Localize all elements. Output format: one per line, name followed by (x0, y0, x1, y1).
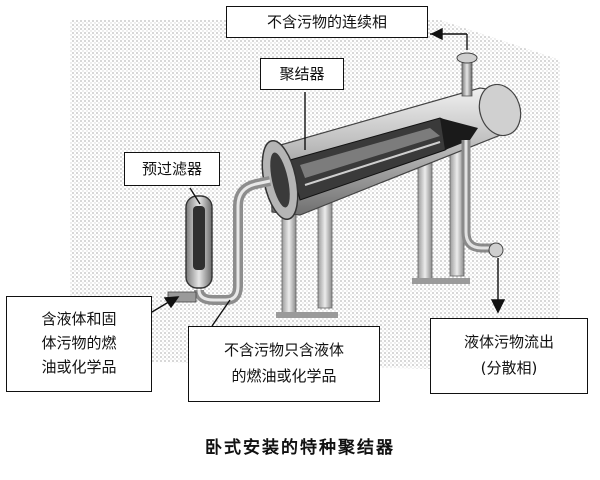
cartridge-highlight (300, 128, 440, 178)
label-inlet: 含液体和固 体污物的燃 油或化学品 (6, 296, 152, 392)
arrow-continuous-phase (430, 27, 443, 41)
label-inlet-line: 体污物的燃 (41, 334, 117, 352)
inlet-flange-inner (270, 152, 290, 208)
label-continuous-phase-text: 不含污物的连续相 (266, 13, 387, 31)
label-outlet-line: (分散相) (480, 359, 538, 377)
leader-prefilter (189, 187, 201, 205)
label-mid-line: 的燃油或化学品 (231, 367, 337, 385)
support-foot (412, 278, 470, 284)
label-outlet-line: 液体污物流出 (463, 333, 554, 351)
label-outlet: 液体污物流出 (分散相) (430, 318, 588, 394)
support-leg (317, 189, 333, 309)
label-continuous-phase: 不含污物的连续相 (226, 6, 428, 38)
arrow-inlet (163, 296, 180, 309)
drain-pipe-highlight (464, 140, 496, 250)
label-prefilter: 预过滤器 (124, 152, 220, 186)
cartridge-rod (304, 141, 441, 186)
vessel-end-cap (478, 83, 522, 137)
label-inlet-line: 含液体和固 (41, 310, 117, 328)
inlet-pipe (167, 291, 197, 303)
label-coalescer: 聚结器 (260, 58, 344, 90)
label-inlet-line: 油或化学品 (41, 358, 117, 376)
label-mid-line: 不含污物只含液体 (223, 341, 344, 359)
arrow-outlet (490, 299, 506, 314)
support-leg (417, 151, 433, 283)
label-mid: 不含污物只含液体 的燃油或化学品 (188, 326, 380, 402)
figure-caption: 卧式安装的特种聚结器 (205, 438, 395, 458)
cartridge-cone (440, 118, 478, 150)
label-prefilter-text: 预过滤器 (141, 160, 202, 178)
top-outlet-valve (456, 52, 478, 64)
connecting-pipe-highlight (197, 179, 271, 302)
leader-mid (211, 299, 231, 327)
label-coalescer-text: 聚结器 (279, 65, 325, 83)
support-foot (276, 312, 338, 318)
prefilter-window (193, 206, 205, 270)
drain-valve (488, 242, 504, 258)
